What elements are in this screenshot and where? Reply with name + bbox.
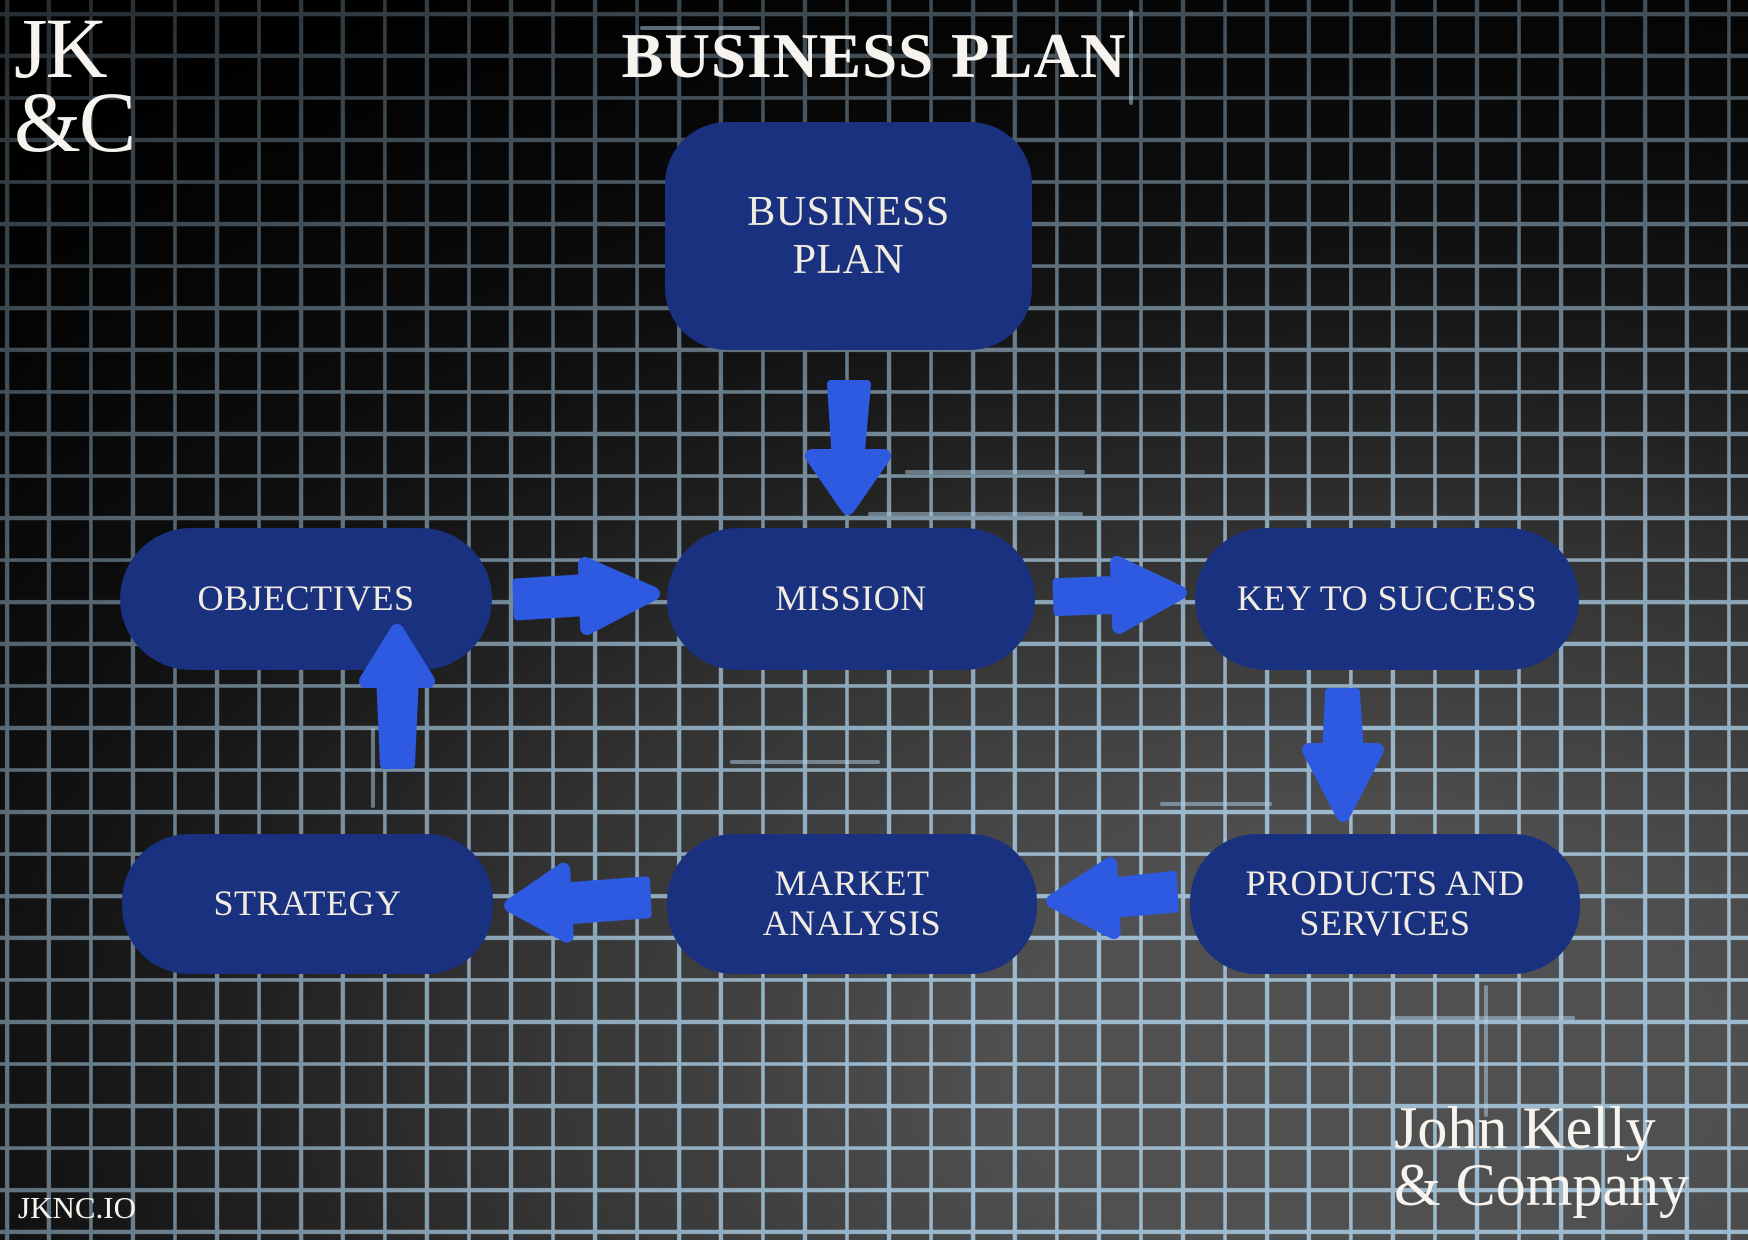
node-objectives: OBJECTIVES <box>120 528 492 670</box>
grid-highlight <box>640 26 760 30</box>
company-name-line1: John Kelly <box>1394 1095 1656 1161</box>
node-strategy: STRATEGY <box>122 834 493 974</box>
node-label: PRODUCTS AND <box>1245 863 1525 904</box>
site-url: JKNC.IO <box>18 1190 136 1225</box>
node-label: SERVICES <box>1299 903 1471 943</box>
node-products-and-services: PRODUCTS AND SERVICES <box>1190 834 1580 974</box>
grid-highlight <box>730 760 880 764</box>
node-label: PLAN <box>792 237 905 283</box>
grid-highlight <box>1160 802 1272 806</box>
grid-highlight <box>868 512 1083 516</box>
grid-highlight <box>1484 985 1488 1117</box>
node-mission: MISSION <box>667 528 1035 670</box>
node-label: MISSION <box>775 578 927 619</box>
node-business-plan: BUSINESS PLAN <box>665 122 1032 350</box>
node-market-analysis: MARKET ANALYSIS <box>667 834 1037 974</box>
node-label: OBJECTIVES <box>197 578 415 619</box>
node-label: MARKET <box>774 863 930 904</box>
jkc-logo: JK &C <box>14 5 136 165</box>
node-label: BUSINESS <box>747 188 950 235</box>
node-label: STRATEGY <box>213 883 402 924</box>
grid-highlight <box>905 470 1085 474</box>
jkc-logo-line2: &C <box>14 73 136 170</box>
company-name-line2: & Company <box>1394 1152 1689 1218</box>
jkc-logo-line1: JK <box>14 0 108 96</box>
node-key-to-success: KEY TO SUCCESS <box>1195 528 1579 670</box>
grid-highlight <box>371 728 375 808</box>
page-title: BUSINESS PLAN <box>621 21 1127 91</box>
grid-highlight <box>1390 1016 1575 1020</box>
company-wordmark: John Kelly & Company <box>1394 1098 1689 1218</box>
grid-highlight <box>1129 10 1133 105</box>
node-label: ANALYSIS <box>762 903 942 943</box>
node-label: KEY TO SUCCESS <box>1236 578 1538 619</box>
